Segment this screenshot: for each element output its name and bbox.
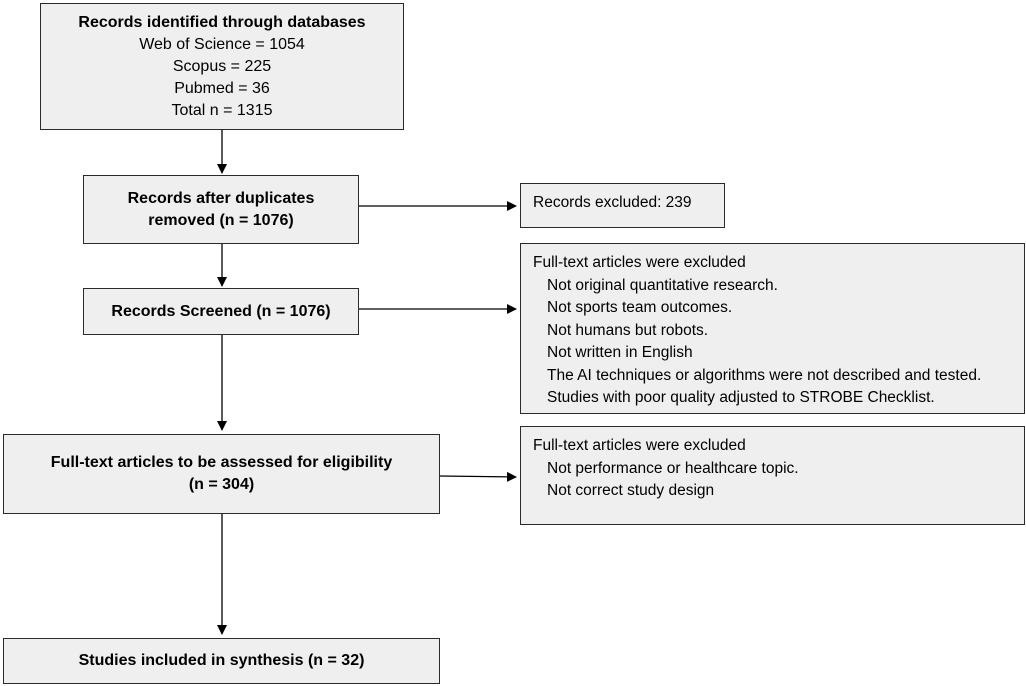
records-excluded-text: Records excluded: 239	[533, 194, 692, 211]
source-line-pubmed: Pubmed = 36	[174, 79, 270, 97]
exclusion-reason: Not sports team outcomes.	[547, 299, 733, 316]
records-identified-title: Records identified through databases	[78, 13, 366, 31]
fulltext-assessed-box: Full-text articles to be assessed for el…	[3, 434, 440, 514]
source-line-scopus: Scopus = 225	[172, 57, 272, 75]
exclusion-reason: Not correct study design	[547, 482, 715, 499]
studies-included-box: Studies included in synthesis (n = 32)	[3, 638, 440, 684]
exclusion-reason: Studies with poor quality adjusted to ST…	[547, 389, 935, 406]
exclusion-reason: The AI techniques or algorithms were not…	[547, 366, 982, 384]
screened-text: Records Screened (n = 1076)	[111, 302, 331, 320]
records-screened-box: Records Screened (n = 1076)	[83, 288, 359, 335]
duplicates-line-2: removed (n = 1076)	[148, 211, 294, 229]
included-text: Studies included in synthesis (n = 32)	[78, 652, 365, 669]
records-identified-box: Records identified through databases Web…	[40, 3, 404, 130]
arrow-fulltext-to-excluded	[439, 471, 517, 482]
source-line-web-of-science: Web of Science = 1054	[139, 35, 305, 53]
exclusion-reason: Not original quantitative research.	[547, 276, 778, 294]
exclusion-reason: Not performance or healthcare topic.	[547, 459, 799, 477]
fulltext-line-2: (n = 304)	[188, 476, 255, 493]
exclusion-reason: Not humans but robots.	[547, 321, 709, 339]
exclusion-header-1: Full-text articles were excluded	[533, 254, 746, 271]
records-excluded-box: Records excluded: 239	[520, 183, 725, 228]
fulltext-line-1: Full-text articles to be assessed for el…	[50, 454, 393, 471]
records-after-duplicates-box: Records after duplicates removed (n = 10…	[83, 175, 359, 244]
fulltext-excluded-box-2: Full-text articles were excluded Not per…	[520, 426, 1025, 525]
exclusion-header-2: Full-text articles were excluded	[533, 437, 746, 454]
source-line-total: Total n = 1315	[171, 101, 273, 119]
fulltext-excluded-box-1: Full-text articles were excluded Not ori…	[520, 243, 1025, 414]
duplicates-line-1: Records after duplicates	[127, 189, 315, 207]
exclusion-reason: Not written in English	[547, 344, 693, 361]
